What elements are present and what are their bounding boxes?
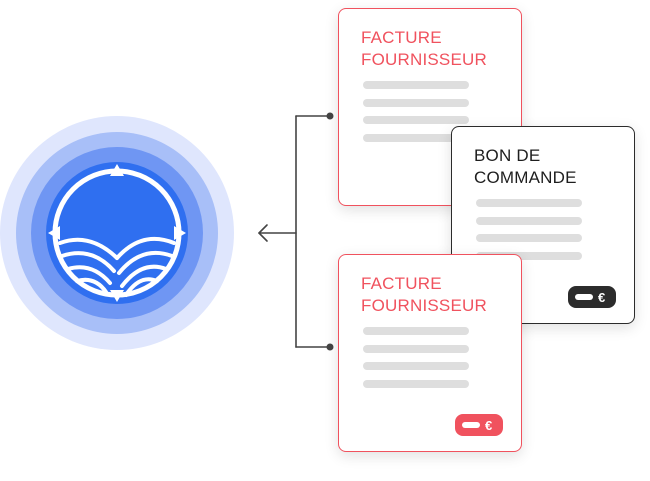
- placeholder-line: [476, 216, 582, 225]
- placeholder-line: [476, 199, 582, 207]
- placeholder-text-lines: [363, 327, 469, 397]
- placeholder-line: [363, 379, 469, 388]
- placeholder-line: [363, 81, 469, 89]
- euro-icon: €: [598, 289, 606, 305]
- invoice-title: FACTURE FOURNISSEUR: [361, 27, 487, 71]
- placeholder-line: [476, 234, 582, 242]
- amount-bar: [462, 422, 480, 428]
- amount-badge: €: [568, 286, 616, 308]
- invoice-title-line1: FACTURE: [361, 274, 442, 293]
- invoice-title-line2: FOURNISSEUR: [361, 296, 487, 315]
- invoice-title-line2: FOURNISSEUR: [361, 50, 487, 69]
- amount-badge: €: [455, 414, 503, 436]
- placeholder-line: [363, 362, 469, 370]
- compass-fields-icon: [0, 116, 234, 350]
- arrow-left-icon: [258, 224, 268, 242]
- placeholder-text-lines: [363, 81, 469, 151]
- invoice-card-bottom: FACTURE FOURNISSEUR €: [338, 254, 522, 452]
- placeholder-line: [476, 251, 582, 260]
- connector-dot-bottom: [326, 343, 334, 351]
- purchase-order-title: BON DE COMMANDE: [474, 145, 577, 189]
- invoice-title-line1: FACTURE: [361, 28, 442, 47]
- placeholder-line: [363, 116, 469, 124]
- logo: [0, 0, 240, 476]
- amount-bar: [575, 294, 593, 300]
- placeholder-line: [363, 344, 469, 353]
- placeholder-line: [363, 98, 469, 107]
- placeholder-text-lines: [476, 199, 582, 269]
- placeholder-line: [363, 327, 469, 335]
- placeholder-line: [363, 133, 469, 142]
- purchase-order-title-line1: BON DE: [474, 146, 541, 165]
- purchase-order-title-line2: COMMANDE: [474, 168, 577, 187]
- connector-dot-top: [326, 112, 334, 120]
- invoice-title: FACTURE FOURNISSEUR: [361, 273, 487, 317]
- euro-icon: €: [485, 417, 493, 433]
